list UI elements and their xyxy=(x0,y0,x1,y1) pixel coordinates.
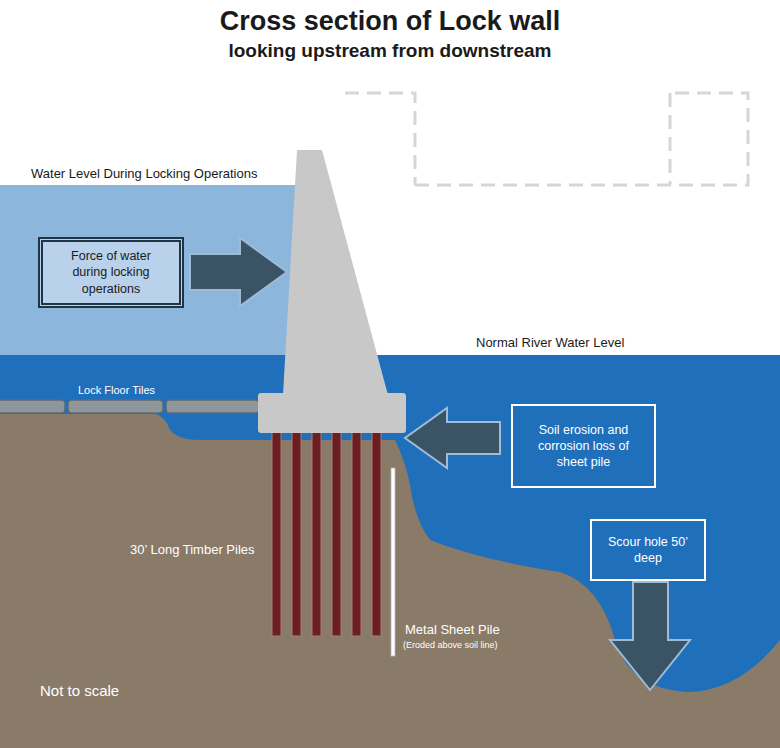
label: (Eroded above soil line) xyxy=(403,640,498,650)
erosion-arrow xyxy=(405,408,500,468)
callout-box: Soil erosion and corrosion loss of sheet… xyxy=(511,404,656,488)
callout-text: Scour hole 50’ deep xyxy=(602,534,694,567)
callout-text: Soil erosion and corrosion loss of sheet… xyxy=(523,422,644,471)
timber-pile xyxy=(272,430,281,636)
title: Cross section of Lock wall xyxy=(0,6,780,37)
wall-footing xyxy=(258,393,406,433)
timber-pile xyxy=(352,430,361,636)
dashed-outline xyxy=(345,93,415,185)
dashed-outline xyxy=(415,93,748,185)
floor-tile xyxy=(0,400,65,413)
label: 30’ Long Timber Piles xyxy=(130,542,255,557)
timber-pile xyxy=(292,430,301,636)
scour-arrow xyxy=(610,582,690,690)
sheet-pile xyxy=(391,468,395,656)
callout-text: Force of water during locking operations xyxy=(53,248,169,297)
label: Normal River Water Level xyxy=(476,335,624,350)
label: Not to scale xyxy=(40,682,119,699)
floor-tile xyxy=(68,400,163,413)
lock-water xyxy=(0,185,300,360)
callout-box: Scour hole 50’ deep xyxy=(590,519,706,581)
dashed-outline xyxy=(669,93,672,185)
label: Lock Floor Tiles xyxy=(78,384,155,396)
river-water xyxy=(0,355,780,748)
label: Water Level During Locking Operations xyxy=(31,166,257,181)
label: Metal Sheet Pile xyxy=(405,622,500,637)
callout-box: Force of water during locking operations xyxy=(38,237,184,308)
soil xyxy=(0,414,780,748)
force-arrow xyxy=(190,238,287,306)
timber-piles xyxy=(272,430,381,636)
floor-tile xyxy=(166,400,259,413)
timber-pile xyxy=(332,430,341,636)
timber-pile xyxy=(372,430,381,636)
timber-pile xyxy=(312,430,321,636)
label: looking upstream from downstream xyxy=(0,40,780,62)
lock-wall xyxy=(283,150,388,395)
